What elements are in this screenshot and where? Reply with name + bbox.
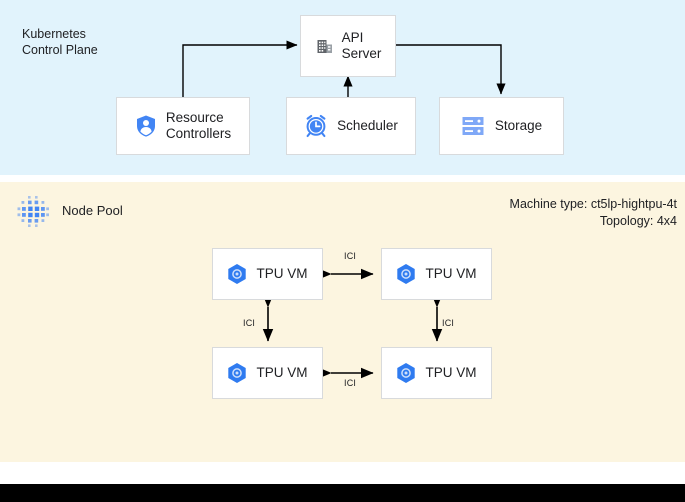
ici-label-right: ICI [442,318,455,328]
node-tpu-vm-3[interactable]: TPU VM [212,347,323,399]
control-plane-label: Kubernetes Control Plane [22,27,98,57]
node-tpu-vm-2-label: TPU VM [425,266,477,281]
node-scheduler-label: Scheduler [337,118,398,133]
topology-text: Topology: 4x4 [599,214,677,228]
bottom-bar [0,484,685,502]
node-storage[interactable]: Storage [439,97,564,155]
node-pool-label: Node Pool [62,203,123,218]
storage-server-icon [461,115,485,137]
node-tpu-vm-2[interactable]: TPU VM [381,248,492,300]
ici-label-top: ICI [344,251,357,261]
ici-label-left: ICI [243,318,256,328]
ici-label-bottom: ICI [344,378,357,388]
node-pool-section [0,182,685,462]
node-scheduler[interactable]: Scheduler [286,97,416,155]
node-tpu-vm-1[interactable]: TPU VM [212,248,323,300]
tpu-hexagon-icon [227,362,247,384]
tpu-hexagon-icon [396,263,416,285]
building-icon [315,36,335,56]
tpu-hexagon-icon [396,362,416,384]
alarm-clock-icon [304,114,328,138]
node-api-server-label: API Server [341,30,382,61]
node-tpu-vm-4[interactable]: TPU VM [381,347,492,399]
dot-cluster-icon [16,194,50,228]
node-pool-meta: Machine type: ct5lp-hightpu-4t Topology:… [510,196,677,230]
node-api-server[interactable]: API Server [300,15,396,77]
node-resource-controllers-label: Resource Controllers [165,110,232,141]
shield-person-icon [135,114,157,138]
node-resource-controllers[interactable]: Resource Controllers [116,97,250,155]
tpu-hexagon-icon [227,263,247,285]
node-tpu-vm-4-label: TPU VM [425,365,477,380]
node-tpu-vm-3-label: TPU VM [256,365,308,380]
node-tpu-vm-1-label: TPU VM [256,266,308,281]
machine-type-text: Machine type: ct5lp-hightpu-4t [509,197,677,211]
node-storage-label: Storage [494,118,543,133]
